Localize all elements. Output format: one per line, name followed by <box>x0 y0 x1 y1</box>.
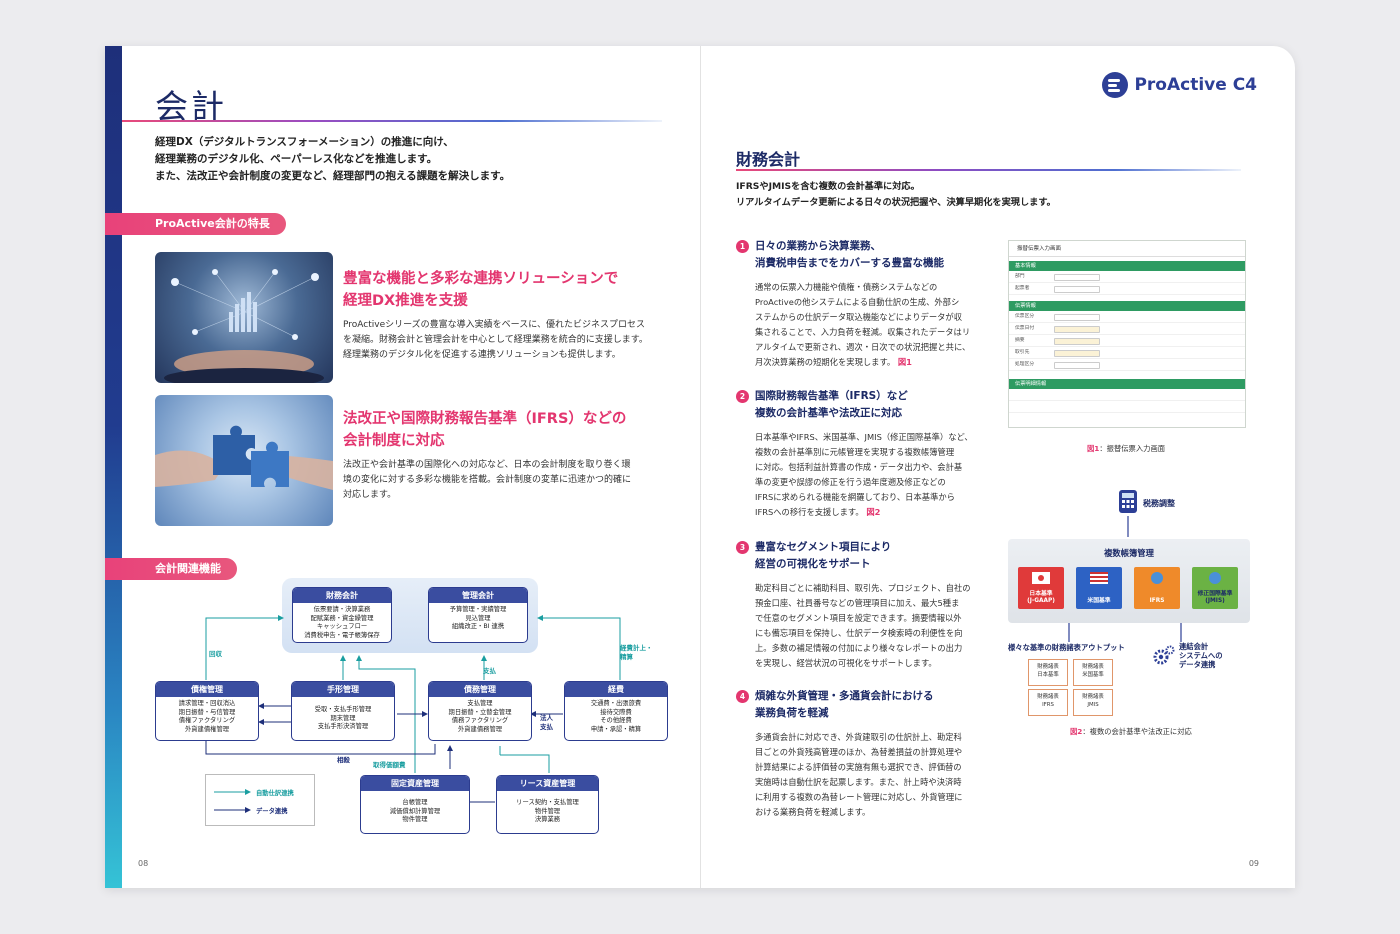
section-1: 1 日々の業務から決算業務、消費税申告までをカバーする豊富な機能 通常の伝票入力… <box>736 238 986 370</box>
book-ifrs: IFRS <box>1134 567 1180 609</box>
section-4: 4 煩雑な外貨管理・多通貨会計における業務負荷を軽減 多通貨会計に対応でき、外貨… <box>736 688 986 820</box>
multi-ledger-title: 複数帳簿管理 <box>1104 548 1154 558</box>
legend-auto: 自動仕訳連携 <box>256 790 294 797</box>
kanri-box: 管理会計 予算管理・実績管理 見込管理 組織改正・BI 連携 <box>428 587 528 643</box>
statement-doc-us: 財務諸表米国基準 <box>1073 659 1113 686</box>
figure2-arrows <box>1068 516 1182 642</box>
label-shutoku: 取得価額費 <box>373 761 406 769</box>
right-page: ProActive C4 財務会計 IFRSやJMISを含む複数の会計基準に対応… <box>700 46 1295 888</box>
tegata-box: 手形管理 受取・支払手形管理 期末管理 支払手形決済管理 <box>291 681 395 741</box>
globe-icon <box>1151 572 1163 584</box>
saimu-box: 債務管理 支払管理 期日振替・立替金管理 債務ファクタリング 外貨建債務管理 <box>428 681 532 741</box>
book-jmis: 修正国際基準(JMIS) <box>1192 567 1238 609</box>
title-divider <box>122 120 662 122</box>
label-hojin: 法人 支払 <box>540 714 553 731</box>
saiken-box: 債権管理 請求管理・回収消込 期日振替・与信管理 債権ファクタリング 外貨建債権… <box>155 681 259 741</box>
kotei-box: 固定資産管理 台帳管理 減価償却計算管理 物件管理 <box>360 775 470 834</box>
left-page: 会計 経理DX（デジタルトランスフォーメーション）の推進に向け、 経理業務のデジ… <box>105 46 700 888</box>
book-usgaap: 米国基準 <box>1076 567 1122 609</box>
diagram-legend: 自動仕訳連携 データ連携 <box>205 774 315 826</box>
digital-hands-photo <box>155 252 333 383</box>
feature2-heading: 法改正や国際財務報告基準（IFRS）などの 会計制度に対応 <box>343 411 627 449</box>
caption-fig1: 図1：振替伝票入力画面 <box>1087 444 1166 453</box>
feature1-body: ProActiveシリーズの豊富な導入実績をベースに、優れたビジネスプロセス を… <box>343 320 648 360</box>
screenshot-title: 振替伝票入力画面 <box>1009 241 1245 257</box>
page-number-left: 08 <box>138 859 149 868</box>
zaimu-box: 財務会計 伝票要請・決算業務 配賦業務・資金繰管理 キャッシュフロー 消費税申告… <box>292 587 392 643</box>
label-keihi-keijo: 経費計上・ 精算 <box>620 644 653 661</box>
statement-doc-jp: 財務諸表日本基準 <box>1028 659 1068 686</box>
section-3: 3 豊富なセグメント項目により経営の可視化をサポート 勘定科目ごとに補助科目、取… <box>736 539 986 671</box>
label-kaishu: 回収 <box>209 650 222 658</box>
journal-entry-screenshot: 振替伝票入力画面 基本情報 部門 起票者 伝票情報 伝票区分 伝票日付 摘要 取… <box>1008 240 1246 428</box>
screenshot-bar-basic: 基本情報 <box>1009 261 1245 271</box>
book-jgaap: 日本基準(J-GAAP) <box>1018 567 1064 609</box>
us-flag-icon <box>1090 572 1108 584</box>
logo-mark-icon <box>1102 72 1129 98</box>
multi-ledger-panel: 複数帳簿管理 日本基準(J-GAAP) 米国基準 IFRS 修正国際基準(JMI… <box>1008 539 1250 623</box>
section-intro: IFRSやJMISを含む複数の会計基準に対応。 リアルタイムデータ更新による日々… <box>736 181 1056 208</box>
side-accent-bar <box>105 46 122 888</box>
functions-pill: 会計関連機能 <box>105 558 237 580</box>
label-sosai: 相殺 <box>337 756 350 764</box>
section-2: 2 国際財務報告基準（IFRS）など複数の会計基準や法改正に対応 日本基準やIF… <box>736 388 986 520</box>
keihi-box: 経費 交通費・出張旅費 接待交際費 その他経費 申請・承認・精算 <box>564 681 668 741</box>
feature1-heading: 豊富な機能と多彩な連携ソリューションで 経理DX推進を支援 <box>343 271 619 309</box>
japan-flag-icon <box>1032 572 1050 584</box>
screenshot-bar-voucher: 伝票情報 <box>1009 301 1245 311</box>
label-shiharai: 支払 <box>483 667 496 675</box>
renketsu-label: 連結会計 システムへの データ連携 <box>1179 642 1223 669</box>
page-number-right: 09 <box>1248 859 1259 868</box>
screenshot-bar-detail: 伝票明細情報 <box>1009 379 1245 389</box>
section-title-divider <box>736 169 1241 171</box>
output-label: 様々な基準の財務諸表アウトプット <box>1008 643 1125 652</box>
legend-data: データ連携 <box>256 808 288 815</box>
intro-text: 経理DX（デジタルトランスフォーメーション）の推進に向け、 経理業務のデジタル化… <box>155 136 511 182</box>
lease-box: リース資産管理 リース契約・支払管理 物件管理 決算業務 <box>496 775 599 834</box>
gear-icon <box>1152 644 1176 668</box>
zeimu-label: 税務調整 <box>1143 499 1175 508</box>
features-pill: ProActive会計の特長 <box>105 213 286 235</box>
section-title: 財務会計 <box>736 150 801 169</box>
proactive-logo: ProActive C4 <box>1102 72 1257 98</box>
calculator-icon <box>1119 490 1137 513</box>
feature2-body: 法改正や会計基準の国際化への対応など、日本の会計制度を取り巻く環 境の変化に対す… <box>343 460 632 500</box>
globe-icon <box>1209 572 1221 584</box>
page-title: 会計 <box>155 87 227 126</box>
brochure-spread: 会計 経理DX（デジタルトランスフォーメーション）の推進に向け、 経理業務のデジ… <box>105 46 1295 888</box>
puzzle-hands-photo <box>155 395 333 526</box>
caption-fig2: 図2：複数の会計基準や法改正に対応 <box>1070 727 1192 736</box>
